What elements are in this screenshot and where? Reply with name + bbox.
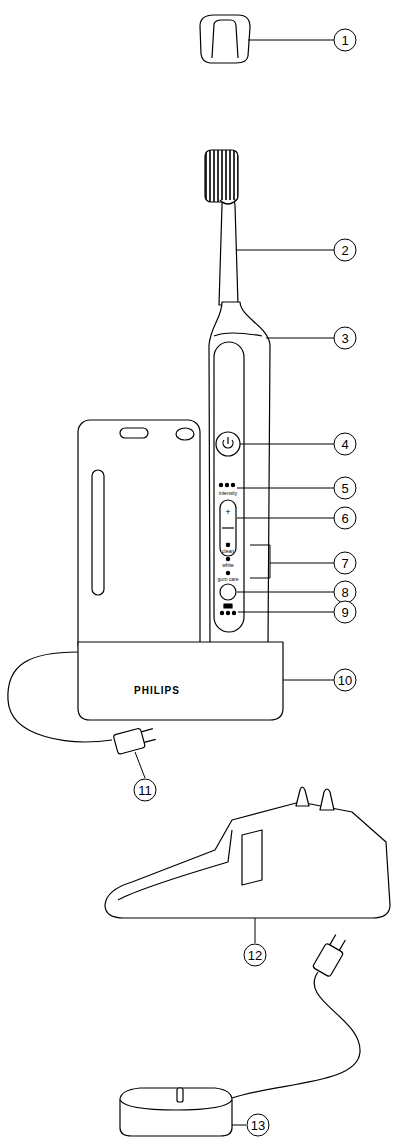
power-cord — [8, 652, 157, 755]
callout-number: 12 — [248, 949, 262, 962]
mode-label: clean — [222, 549, 234, 554]
brush-head — [205, 150, 238, 305]
button-label: intensity — [219, 491, 237, 496]
callout-number: 4 — [341, 438, 348, 451]
protective-cap — [200, 15, 250, 63]
charger — [120, 932, 360, 1136]
callout-number: 1 — [341, 34, 348, 47]
mode-label: white — [222, 563, 234, 568]
callout-number: 7 — [341, 557, 348, 570]
callout-number: 2 — [341, 244, 348, 257]
leader-lines — [135, 40, 334, 1125]
callout-number: 6 — [341, 512, 348, 525]
handle — [209, 302, 270, 645]
charger-base — [78, 642, 283, 720]
callout-number: 9 — [341, 606, 348, 619]
callout-number: 3 — [341, 332, 348, 345]
charging-stand — [105, 787, 390, 918]
callout-circles — [134, 29, 356, 1136]
uv-sanitizer — [78, 420, 200, 655]
button-symbol: + — [225, 508, 230, 517]
brand-name: PHILIPS — [134, 686, 180, 696]
callout-number: 10 — [338, 674, 352, 687]
callout-number: 11 — [138, 784, 152, 797]
callout-number: 5 — [341, 482, 348, 495]
button-symbol: − — [225, 539, 230, 548]
mode-label: gum care — [218, 577, 239, 582]
callout-number: 8 — [341, 586, 348, 599]
callout-number: 13 — [251, 1119, 265, 1132]
